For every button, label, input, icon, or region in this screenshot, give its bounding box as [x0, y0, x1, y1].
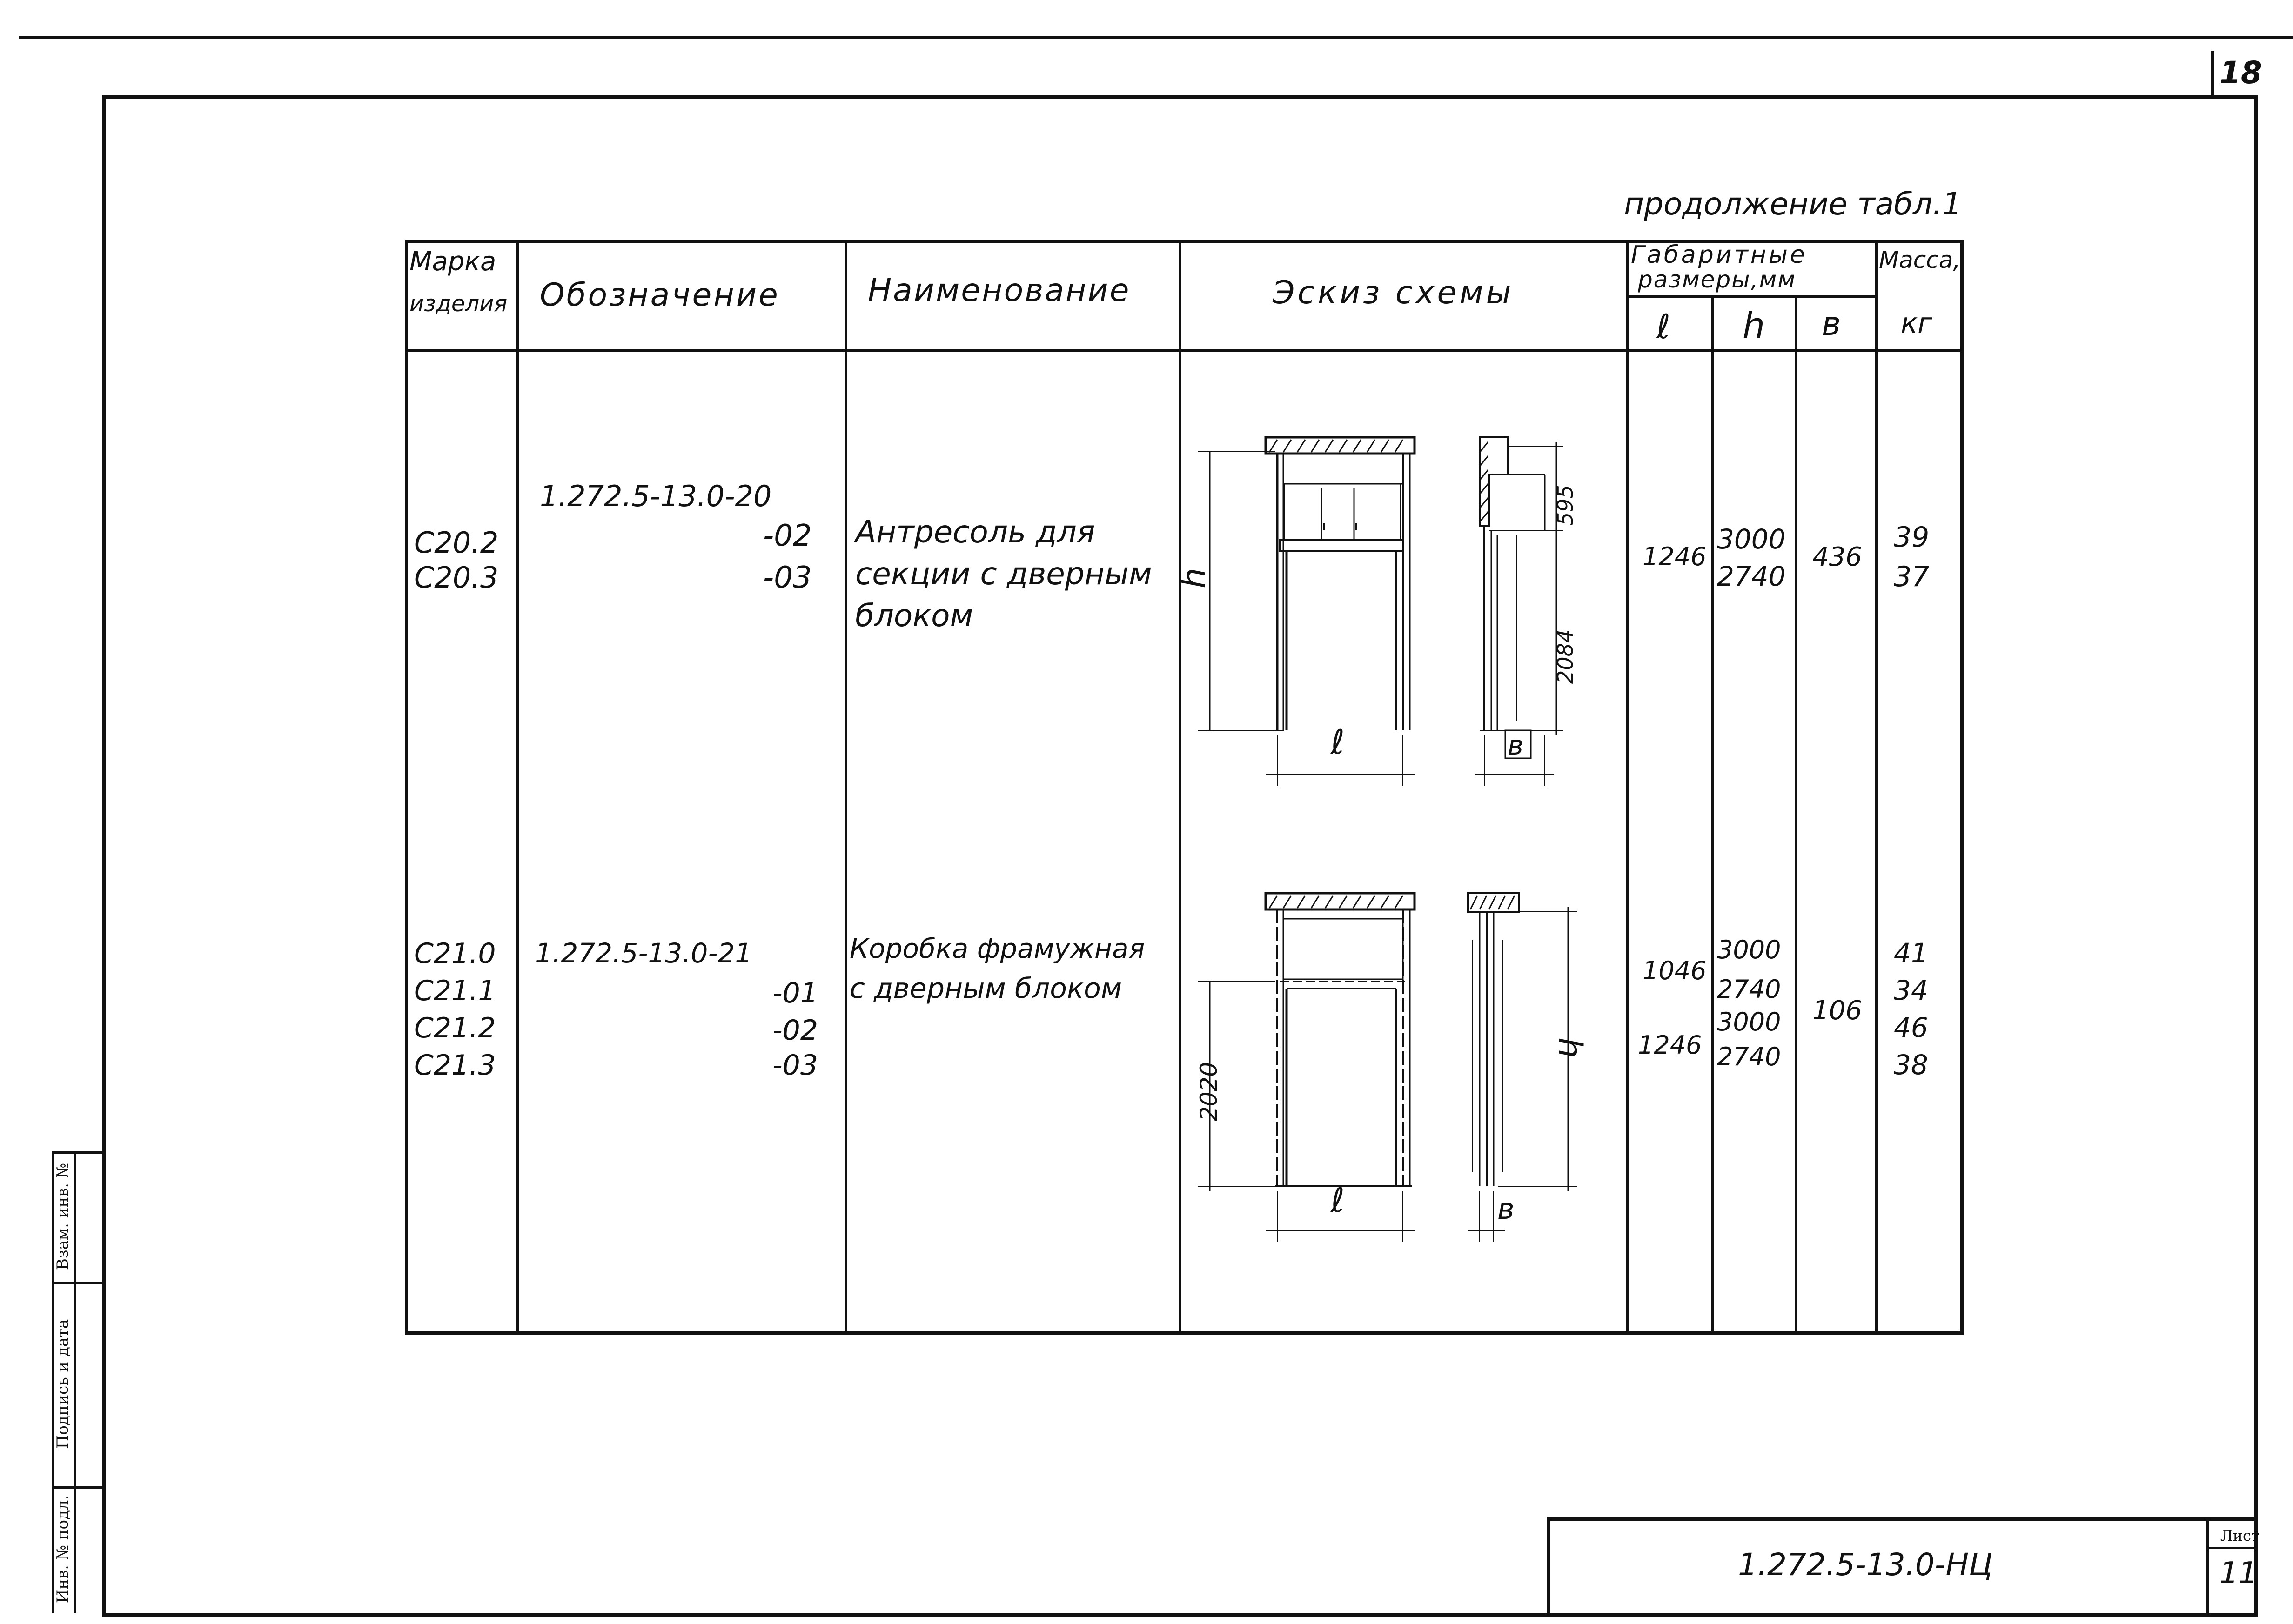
row2-mark-4: С21.3 [414, 1049, 496, 1082]
row1-name-3: блоком [855, 598, 973, 634]
row1-designation-sub-1: -02 [763, 519, 812, 553]
title-block-sheet-label-line [2208, 1547, 2257, 1549]
header-sketch: Эскиз схемы [1273, 274, 1514, 311]
col-sep-1 [516, 240, 519, 1335]
col-sep-3 [1179, 240, 1181, 1335]
table-right-border [1960, 240, 1964, 1335]
row1-designation-main: 1.272.5-13.0-20 [540, 479, 772, 513]
title-block-sheet-sep [2206, 1517, 2209, 1617]
row2-mark-1: С21.0 [414, 937, 496, 970]
table-bottom-border [405, 1331, 1964, 1335]
title-block-sheet-number: 11 [2219, 1556, 2258, 1591]
table-left-border [405, 240, 408, 1335]
frame-top [105, 95, 2257, 99]
frame-right [2254, 95, 2258, 1617]
row2-mass-4: 38 [1894, 1049, 1928, 1081]
row1-name-1: Антресоль для [855, 514, 1095, 550]
table-top-border [405, 240, 1964, 243]
row1-dim-2084: 2084 [1553, 629, 1578, 684]
row2-designation-main: 1.272.5-13.0-21 [535, 937, 752, 969]
frame-bottom [102, 1613, 2258, 1617]
side-stamp-sep-1 [52, 1151, 103, 1154]
header-dim-b: в [1822, 305, 1841, 343]
col-sep-2 [845, 240, 847, 1335]
header-mass-line2: кг [1901, 307, 1932, 340]
row2-name-2: с дверным блоком [850, 972, 1122, 1005]
row2-l-1: 1046 [1643, 956, 1707, 985]
row2-b: 106 [1812, 996, 1862, 1026]
title-block-code: 1.272.5-13.0-НЦ [1738, 1547, 1993, 1583]
row2-l-2: 1246 [1638, 1030, 1702, 1060]
row2-h-3: 3000 [1717, 1007, 1781, 1036]
row1-name-2: секции с дверным [855, 556, 1152, 592]
side-stamp-sep-3 [52, 1486, 103, 1489]
header-dim-l: ℓ [1656, 307, 1670, 346]
title-block-sheet-label: Лист [2220, 1527, 2259, 1544]
frame-left [102, 95, 106, 1617]
top-scan-edge [19, 36, 2293, 39]
row2-dim-l: ℓ [1330, 1181, 1345, 1220]
row1-dim-595: 595 [1553, 485, 1578, 526]
row2-h-1: 3000 [1717, 935, 1781, 964]
side-stamp-sep-2 [52, 1282, 103, 1284]
col-sep-5 [1711, 297, 1714, 1335]
row2-h-4: 2740 [1717, 1042, 1781, 1071]
row1-h-2: 2740 [1717, 561, 1786, 592]
header-designation: Обозначение [540, 277, 780, 314]
col-sep-6 [1795, 297, 1797, 1335]
header-mass-line1: Масса, [1879, 247, 1961, 274]
row2-h-2: 2740 [1717, 975, 1781, 1004]
title-block-top [1549, 1517, 2257, 1521]
continuation-note: продолжение табл.1 [1624, 186, 1962, 222]
header-dims-line2: размеры,мм [1638, 266, 1796, 293]
row1-b: 436 [1812, 542, 1862, 572]
row1-mass-2: 37 [1894, 561, 1930, 593]
header-name: Наименование [868, 272, 1131, 309]
row1-dim-l: ℓ [1330, 722, 1345, 762]
row2-mass-2: 34 [1894, 975, 1928, 1006]
row1-l-1: 1246 [1643, 542, 1707, 571]
col-sep-7 [1875, 240, 1878, 1335]
row2-mark-2: С21.1 [414, 975, 496, 1007]
row2-mass-1: 41 [1894, 937, 1928, 969]
row2-mass-3: 46 [1894, 1012, 1928, 1043]
side-stamp-left [52, 1151, 54, 1613]
dims-header-divider [1626, 295, 1877, 298]
row2-mark-3: С21.2 [414, 1012, 496, 1044]
row2-dim-h: h [1551, 1037, 1589, 1058]
col-sep-4 [1626, 240, 1629, 1335]
header-dims-line1: Габаритные [1631, 241, 1807, 269]
row1-dim-h: h [1175, 568, 1213, 588]
header-mark-line2: изделия [409, 291, 508, 317]
title-block-left [1547, 1517, 1550, 1617]
row2-designation-sub-2: -02 [772, 1014, 818, 1047]
row2-dim-b: в [1497, 1192, 1515, 1226]
header-bottom-border [405, 349, 1964, 352]
row2-dim-2020: 2020 [1195, 1062, 1222, 1121]
row2-designation-sub-3: -03 [772, 1049, 818, 1082]
side-stamp-sign-label: Подпись и дата [54, 1319, 72, 1449]
side-stamp-inv-label: Инв. № подл. [54, 1495, 72, 1604]
row2-name-1: Коробка фрамужная [850, 933, 1145, 964]
row1-designation-sub-2: -03 [763, 561, 812, 595]
row1-mark-1: С20.2 [414, 526, 499, 560]
sheet-number-box-left [2211, 51, 2214, 99]
side-stamp-replace-label: Взам. инв. № [54, 1163, 72, 1270]
row1-dim-b: в [1508, 729, 1523, 761]
side-stamp-mid [74, 1151, 76, 1613]
row2-sketch: 2020 ℓ h в [1195, 892, 1589, 1242]
sheet-top-number: 18 [2219, 55, 2262, 91]
row1-sketch: h ℓ 595 2084 в [1175, 436, 1578, 786]
row1-mark-2: С20.3 [414, 561, 499, 595]
row1-mass-1: 39 [1894, 521, 1930, 554]
header-mark-line1: Марка [409, 247, 496, 277]
row1-h-1: 3000 [1717, 523, 1786, 555]
header-dim-h: h [1743, 305, 1765, 346]
row2-designation-sub-1: -01 [772, 977, 818, 1009]
